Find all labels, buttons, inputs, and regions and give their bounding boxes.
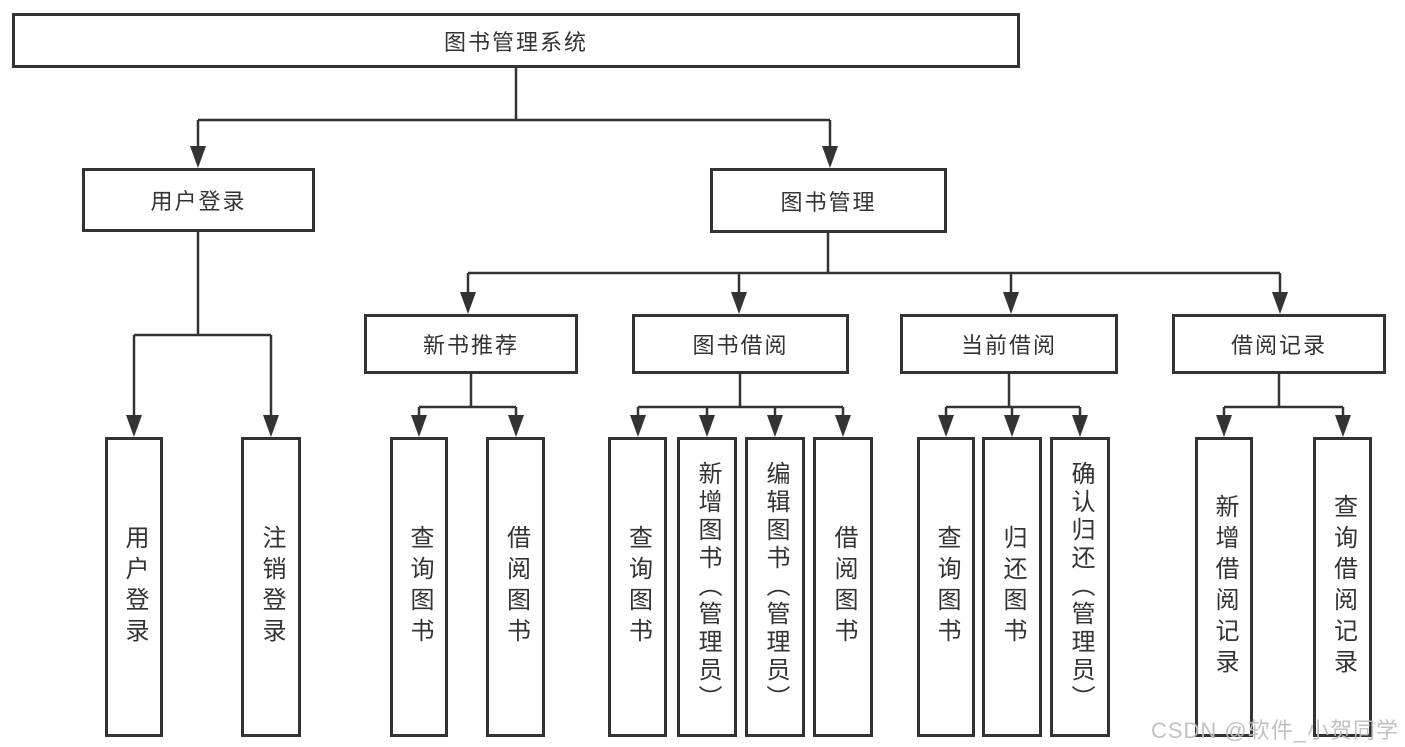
arrow-down-icon bbox=[767, 415, 783, 437]
arrow-down-icon bbox=[1272, 292, 1288, 314]
arrow-down-icon bbox=[508, 415, 524, 437]
node-current-borrow: 当前借阅 bbox=[900, 314, 1118, 374]
connector-root bbox=[196, 68, 832, 150]
leaf-label: 确认归还（管理员） bbox=[1067, 461, 1094, 713]
leaf-logout: 注销登录 bbox=[241, 437, 301, 737]
connector-current-borrow bbox=[944, 374, 1082, 419]
leaf-label: 查询图书 bbox=[933, 525, 960, 649]
leaf-borrow-books-recommend: 借阅图书 bbox=[486, 437, 545, 737]
leaf-borrow-books: 借阅图书 bbox=[813, 437, 873, 737]
leaf-query-borrow-record: 查询借阅记录 bbox=[1313, 437, 1372, 737]
arrow-down-icon bbox=[190, 146, 206, 168]
leaf-query-books-recommend: 查询图书 bbox=[390, 437, 448, 737]
arrow-down-icon bbox=[731, 292, 747, 314]
arrow-down-icon bbox=[1072, 415, 1088, 437]
leaf-label: 新增图书（管理员） bbox=[694, 461, 721, 713]
leaf-label: 新增借阅记录 bbox=[1211, 494, 1238, 680]
arrow-down-icon bbox=[411, 415, 427, 437]
arrow-down-icon bbox=[630, 415, 646, 437]
arrowheads bbox=[126, 146, 1351, 437]
connector-book-management bbox=[466, 233, 1282, 296]
leaf-label: 查询图书 bbox=[406, 525, 433, 649]
arrow-down-icon bbox=[835, 415, 851, 437]
arrow-down-icon bbox=[1003, 292, 1019, 314]
leaf-confirm-return-admin: 确认归还（管理员） bbox=[1050, 437, 1110, 737]
arrow-down-icon bbox=[126, 415, 142, 437]
leaf-query-books-current: 查询图书 bbox=[917, 437, 975, 737]
connector-user-login bbox=[132, 232, 273, 419]
arrow-down-icon bbox=[1004, 415, 1020, 437]
leaf-label: 查询借阅记录 bbox=[1329, 494, 1357, 680]
node-book-management: 图书管理 bbox=[710, 168, 947, 233]
leaf-label: 查询图书 bbox=[624, 525, 652, 649]
leaf-add-borrow-record: 新增借阅记录 bbox=[1195, 437, 1253, 737]
connector-book-borrow bbox=[636, 374, 845, 419]
node-root: 图书管理系统 bbox=[12, 13, 1020, 68]
leaf-label: 归还图书 bbox=[999, 525, 1026, 649]
leaf-edit-books-admin: 编辑图书（管理员） bbox=[745, 437, 805, 737]
node-borrow-records: 借阅记录 bbox=[1172, 314, 1386, 374]
arrow-down-icon bbox=[1216, 415, 1232, 437]
arrow-down-icon bbox=[263, 415, 279, 437]
arrow-down-icon bbox=[699, 415, 715, 437]
connector-new-book-recommend bbox=[417, 374, 518, 419]
node-new-book-recommend: 新书推荐 bbox=[364, 314, 578, 374]
node-book-borrow: 图书借阅 bbox=[632, 314, 849, 374]
leaf-label: 编辑图书（管理员） bbox=[762, 461, 789, 713]
arrow-down-icon bbox=[1335, 415, 1351, 437]
arrow-down-icon bbox=[460, 292, 476, 314]
leaf-query-books-borrow: 查询图书 bbox=[608, 437, 667, 737]
leaf-add-books-admin: 新增图书（管理员） bbox=[677, 437, 737, 737]
leaf-return-books: 归还图书 bbox=[982, 437, 1042, 737]
leaf-label: 用户登录 bbox=[121, 525, 148, 649]
leaf-user-login: 用户登录 bbox=[105, 437, 163, 737]
leaf-label: 借阅图书 bbox=[502, 525, 530, 649]
arrow-down-icon bbox=[938, 415, 954, 437]
node-user-login: 用户登录 bbox=[82, 168, 315, 232]
connector-borrow-records bbox=[1222, 374, 1345, 419]
leaf-label: 注销登录 bbox=[258, 525, 285, 649]
arrow-down-icon bbox=[822, 146, 838, 168]
leaf-label: 借阅图书 bbox=[830, 525, 857, 649]
